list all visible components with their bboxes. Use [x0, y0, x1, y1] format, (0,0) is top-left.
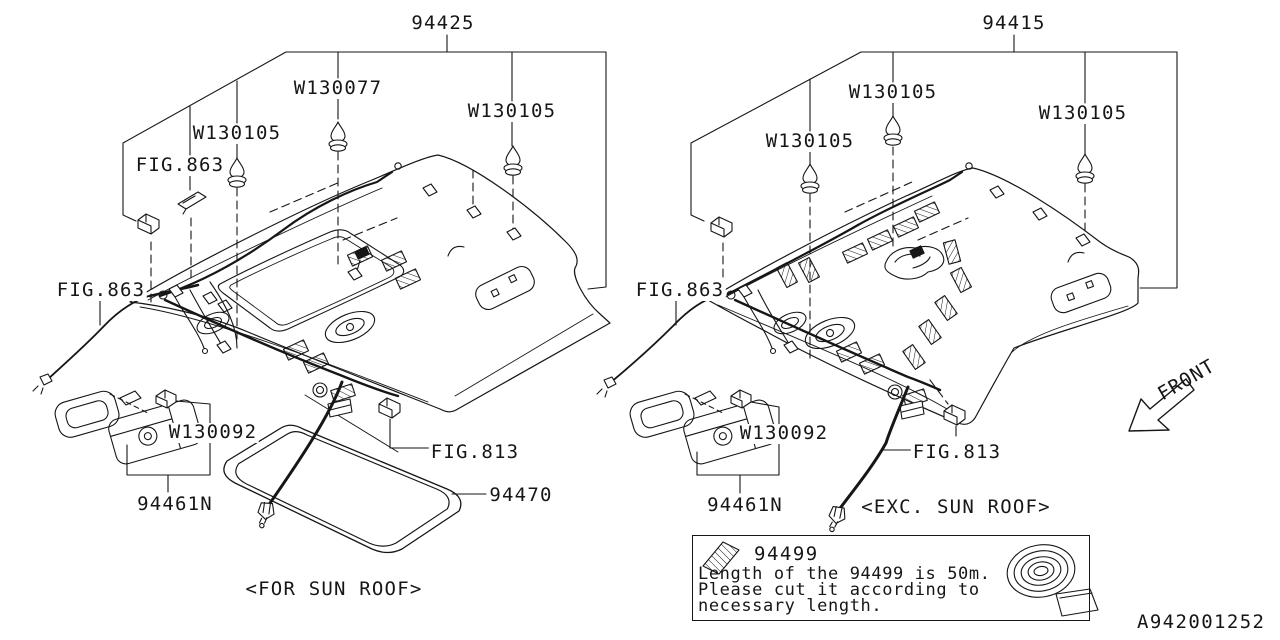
fig863-corner-clip [137, 213, 160, 235]
clip-label-w130105-l1[interactable]: W130105 [190, 122, 284, 144]
right-harness [596, 162, 973, 398]
clip-pin-w130105-right [503, 145, 523, 176]
right-bracket-lines [690, 34, 1178, 289]
legend-note-line3: necessary length. [698, 596, 883, 616]
part-label-94415[interactable]: 94415 [980, 12, 1048, 34]
left-94461n-bracket [126, 400, 211, 493]
fig-ref-863-top[interactable]: FIG.863 [133, 154, 227, 176]
part-label-94425[interactable]: 94425 [409, 12, 477, 34]
caption-exc-sun-roof: <EXC. SUN ROOF> [859, 496, 1053, 518]
sunroof-opening [217, 229, 405, 332]
clip-pin-w130105-right2 [1075, 153, 1095, 184]
fig-ref-863-side-right[interactable]: FIG.863 [633, 279, 727, 301]
sunroof-harness-connector [253, 500, 277, 531]
legend-box [692, 535, 1090, 621]
clip-pin-w130105-mid [883, 115, 903, 146]
w130092-clip-right [730, 389, 752, 409]
right-view-artwork [596, 34, 1178, 535]
legend-note-line1: Length of the 94499 is 50m. [698, 564, 991, 584]
fig-ref-813-right[interactable]: FIG.813 [910, 441, 1004, 463]
map-bracket-assembly-left [54, 390, 202, 465]
left-harness [32, 162, 402, 398]
clip-label-w130105-r3[interactable]: W130105 [1036, 102, 1130, 124]
fig863-plate-icon [177, 191, 207, 215]
caption-for-sun-roof: <FOR SUN ROOF> [243, 578, 425, 600]
exc-sunroof-harness-connector [824, 503, 849, 535]
sunroof-seal-94470 [223, 424, 462, 554]
clip-label-w130092-left[interactable]: W130092 [166, 421, 260, 443]
fig-ref-813-left[interactable]: FIG.813 [428, 441, 522, 463]
clip-pin-w130077 [328, 121, 348, 152]
right-dashed-lines [722, 146, 1086, 405]
clip-pin-w130105-left [227, 157, 247, 188]
right-94461n-bracket [696, 401, 780, 494]
legend-note-line2: Please cut it according to [698, 580, 980, 600]
front-arrow-icon [1128, 378, 1195, 432]
left-dashed-lines [150, 151, 514, 344]
left-view-artwork [32, 34, 611, 531]
clip-label-w130105-r1[interactable]: W130105 [846, 81, 940, 103]
part-label-94470[interactable]: 94470 [487, 484, 555, 506]
part-label-94461n-left[interactable]: 94461N [135, 493, 215, 515]
clip-label-w130092-right[interactable]: W130092 [737, 422, 831, 444]
right-roof-outline [707, 167, 1140, 425]
left-bracket-lines [122, 34, 607, 290]
drawing-number: A942001252 [1137, 611, 1266, 633]
right-leader-lines [675, 51, 1086, 451]
tape-roll-icon [1006, 544, 1099, 617]
w130092-clip-left [155, 389, 177, 409]
clip-label-w130077[interactable]: W130077 [291, 77, 385, 99]
fig-ref-863-side-left[interactable]: FIG.863 [54, 279, 148, 301]
legend-part-94499[interactable]: 94499 [754, 543, 819, 565]
clip-pin-w130105-left2 [800, 163, 820, 194]
handle-cutout-right [1050, 272, 1112, 314]
clip-label-w130105-l2[interactable]: W130105 [465, 100, 559, 122]
legend-hatch-icon [702, 541, 740, 575]
part-label-94461n-right[interactable]: 94461N [705, 494, 785, 516]
handle-cutout [475, 265, 535, 311]
fig863-corner-clip-right [710, 216, 733, 238]
left-leader-lines [99, 51, 513, 495]
clip-label-w130105-r2[interactable]: W130105 [763, 130, 857, 152]
